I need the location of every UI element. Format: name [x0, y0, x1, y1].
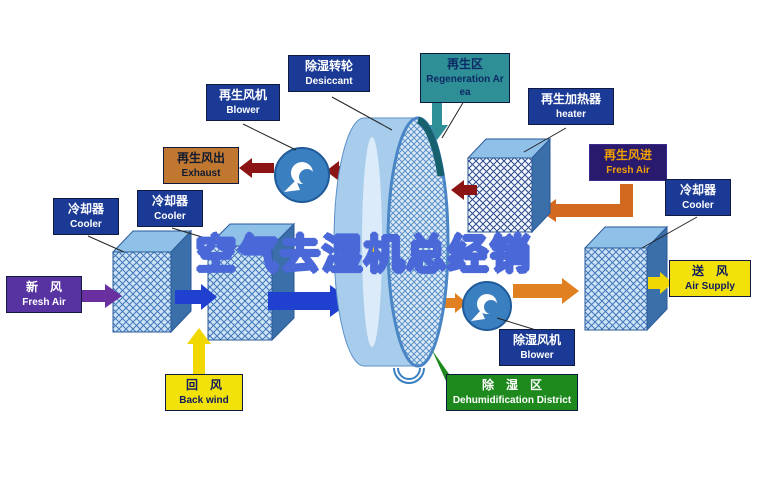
label-back-wind-zh: 回 风 [185, 378, 222, 392]
air-flow-arrows [80, 99, 673, 374]
label-regen-blower-zh: 再生风机 [218, 88, 267, 102]
label-desiccant-zh: 除湿转轮 [304, 59, 353, 73]
label-back-wind: 回 风 Back wind [165, 374, 243, 411]
wheel-rotation-mark [393, 367, 425, 384]
label-dehumid-district-en: Dehumidification District [452, 394, 572, 406]
label-cooler-right: 冷却器 Cooler [665, 179, 731, 216]
regen-inlet-elbow-horizontal [556, 204, 633, 217]
label-cooler-left-inner-en: Cooler [154, 210, 186, 222]
dehumid-blower-fan [462, 281, 512, 331]
label-regeneration-area-en: Regeneration Area [426, 73, 504, 98]
label-regen-fresh-air-en: Fresh Air [606, 164, 650, 176]
label-cooler-left-outer-zh: 冷却器 [67, 202, 104, 216]
label-dehumid-blower-zh: 除湿风机 [512, 333, 561, 347]
label-cooler-right-en: Cooler [682, 199, 714, 211]
label-cooler-right-zh: 冷却器 [679, 183, 716, 197]
label-regeneration-area-zh: 再生区 [446, 57, 483, 71]
label-fresh-air-zh: 新 风 [25, 280, 62, 294]
label-regen-blower-en: Blower [226, 104, 260, 116]
label-exhaust-zh: 再生风出 [176, 151, 225, 165]
label-air-supply-en: Air Supply [684, 280, 735, 292]
heater-unit [466, 137, 552, 234]
label-regeneration-area: 再生区 Regeneration Area [420, 53, 510, 103]
mixed-air-arrow [175, 284, 217, 310]
label-dehumid-blower: 除湿风机 Blower [499, 329, 575, 366]
label-dehumid-blower-en: Blower [520, 349, 554, 361]
connector-lines [87, 96, 698, 331]
desiccant-wheel [333, 116, 450, 368]
return-air-arrow [187, 328, 211, 374]
regeneration-sector-mark [416, 116, 445, 177]
label-dehumid-district-zh: 除 湿 区 [481, 378, 542, 392]
regen-blower-fan [274, 147, 330, 203]
label-regen-blower: 再生风机 Blower [206, 84, 280, 121]
supply-air-arrow-1 [444, 293, 467, 313]
watermark-title: 空气去湿机总经销 [195, 232, 532, 278]
fresh-air-arrow [80, 284, 122, 308]
label-dehumid-district: 除 湿 区 Dehumidification District [446, 374, 578, 411]
label-regen-fresh-air-zh: 再生风进 [603, 148, 652, 162]
label-fresh-air: 新 风 Fresh Air [6, 276, 82, 313]
label-fresh-air-en: Fresh Air [22, 296, 66, 308]
label-cooler-left-outer: 冷却器 Cooler [53, 198, 119, 235]
label-regen-heater-en: heater [555, 108, 586, 120]
label-exhaust-en: Exhaust [181, 167, 221, 179]
label-cooler-left-inner: 冷却器 Cooler [137, 190, 203, 227]
supply-air-arrow-3 [648, 272, 673, 294]
label-cooler-left-outer-en: Cooler [70, 218, 102, 230]
regen-inlet-elbow-vertical [620, 184, 633, 210]
label-regen-heater-zh: 再生加热器 [540, 92, 601, 106]
label-back-wind-en: Back wind [179, 394, 229, 406]
cooler-unit-left-outer [111, 229, 193, 334]
label-desiccant: 除湿转轮 Desiccant [288, 55, 370, 92]
supply-air-arrow-2 [513, 278, 579, 304]
label-regen-heater: 再生加热器 heater [528, 88, 614, 125]
label-cooler-left-inner-zh: 冷却器 [151, 194, 188, 208]
regen-exhaust-arrow-2 [239, 158, 274, 178]
process-air-arrow [268, 285, 352, 317]
label-regen-fresh-air: 再生风进 Fresh Air [589, 144, 667, 181]
label-desiccant-en: Desiccant [305, 75, 353, 87]
cooler-unit-left-inner [206, 222, 296, 342]
label-air-supply-zh: 送 风 [691, 264, 728, 278]
label-air-supply: 送 风 Air Supply [669, 260, 751, 297]
label-exhaust: 再生风出 Exhaust [163, 147, 239, 184]
cooler-unit-right [583, 225, 669, 332]
regen-heater-arrow [451, 180, 477, 200]
